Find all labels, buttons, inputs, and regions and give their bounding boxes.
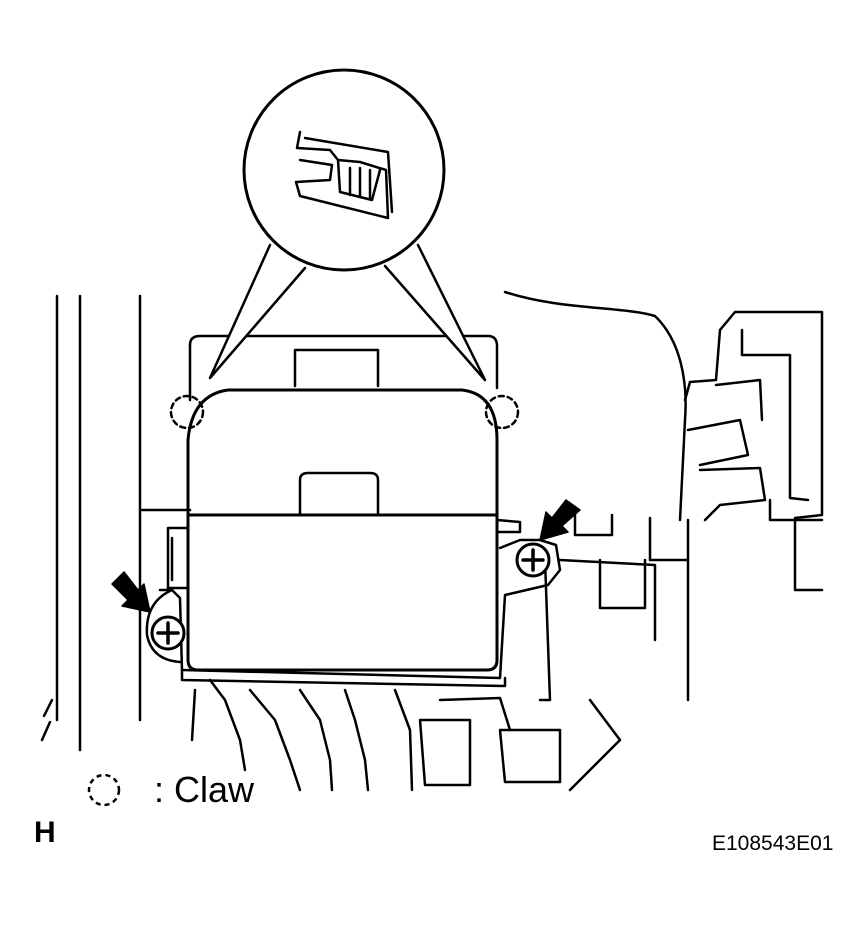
figure-code: E108543E01 <box>712 832 834 855</box>
claw-markers <box>169 394 520 430</box>
dashed-circle-claw-icon <box>87 773 121 807</box>
screw-right <box>515 542 551 578</box>
view-letter: H <box>34 816 56 849</box>
arrow-right-screw <box>539 499 581 541</box>
claw-marker-right <box>484 394 520 430</box>
claw-detail-callout <box>208 68 487 382</box>
module-cover <box>186 388 499 672</box>
screw-left <box>150 615 186 651</box>
arrow-left-screw <box>111 571 151 613</box>
left-panel-lines <box>40 294 192 752</box>
legend-claw-label: : Claw <box>154 769 255 810</box>
right-background-structure <box>503 290 824 792</box>
claw-marker-left <box>169 394 205 430</box>
lower-wiring <box>190 678 562 792</box>
mounting-bracket <box>145 334 562 688</box>
